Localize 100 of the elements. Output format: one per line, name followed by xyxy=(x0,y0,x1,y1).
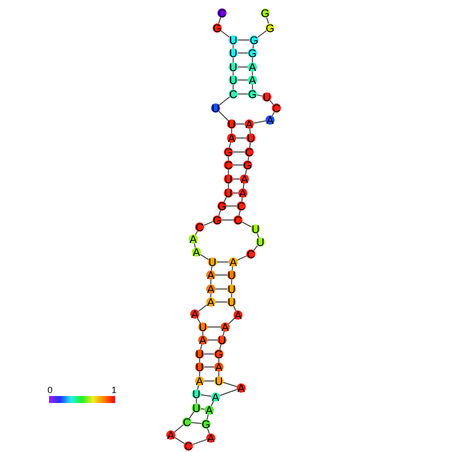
backbone-line xyxy=(252,44,254,49)
scale-label: 1 xyxy=(112,385,116,395)
backbone-line xyxy=(197,384,199,390)
nucleotide: U xyxy=(192,389,201,401)
nucleotide: U xyxy=(195,362,204,374)
backbone-line xyxy=(232,266,234,271)
backbone-line xyxy=(232,57,234,63)
nucleotide: U xyxy=(228,75,238,87)
backbone-line xyxy=(242,183,244,189)
backbone-line xyxy=(199,358,200,363)
backbone-line xyxy=(210,293,212,298)
backbone-line xyxy=(257,30,267,38)
backbone-line xyxy=(198,304,208,312)
nucleotide: U xyxy=(228,35,238,47)
nucleotide: U xyxy=(211,103,220,115)
nucleotide: G xyxy=(212,23,222,35)
nucleotide: A xyxy=(206,284,216,296)
base-pair-line xyxy=(204,366,215,368)
nucleotide: U xyxy=(228,62,238,74)
base-pair-line xyxy=(214,274,228,276)
nucleotide: C xyxy=(184,441,193,452)
backbone-line xyxy=(220,30,230,38)
nucleotide: C xyxy=(182,417,192,429)
nucleotide: C xyxy=(244,147,254,159)
backbone-line xyxy=(219,344,222,350)
backbone-line xyxy=(248,156,250,161)
backbone-line xyxy=(210,400,214,406)
backbone-line xyxy=(231,128,232,134)
base-pair-line xyxy=(232,178,240,180)
backbone-line xyxy=(200,344,202,350)
nucleotide: C xyxy=(217,8,227,20)
nucleotide: G xyxy=(217,201,227,213)
backbone-line xyxy=(238,210,241,216)
backbone-line xyxy=(174,436,185,444)
nucleotide: A xyxy=(204,405,214,417)
backbone-line xyxy=(269,100,274,106)
nucleotide: U xyxy=(224,174,233,186)
backbone-line xyxy=(231,279,232,285)
backbone-line xyxy=(218,96,230,106)
nucleotide: U xyxy=(246,133,256,145)
nucleotide: U xyxy=(227,119,236,131)
backbone-line xyxy=(228,318,236,324)
base-pair-line xyxy=(190,422,202,424)
backbone-line xyxy=(218,210,221,216)
nucleotide: A xyxy=(227,133,236,145)
nucleotide: G xyxy=(248,48,257,60)
nucleotide: A xyxy=(240,174,249,186)
nucleotide: C xyxy=(272,103,281,115)
nucleotide: U xyxy=(208,257,217,269)
nucleotide: A xyxy=(244,119,254,131)
backbone-line xyxy=(266,16,270,24)
base-pair-line xyxy=(237,52,248,54)
nucleotide: C xyxy=(224,160,233,172)
nucleotide: U xyxy=(251,224,260,236)
nucleotide: A xyxy=(228,257,238,269)
backbone-line xyxy=(236,255,248,261)
nucleotide: U xyxy=(228,48,238,60)
nucleotide: G xyxy=(243,160,252,172)
nucleotide: C xyxy=(246,249,256,261)
backbone-line xyxy=(196,317,201,324)
backbone-line xyxy=(218,358,220,363)
backbone-line xyxy=(210,266,212,271)
backbone-line xyxy=(218,110,229,122)
nucleotide: G xyxy=(249,35,259,47)
backbone-line xyxy=(252,57,253,63)
backbone-line xyxy=(199,371,200,377)
nucleotide: A xyxy=(233,310,243,322)
nucleotide: A xyxy=(214,362,224,374)
backbone-line xyxy=(249,128,251,134)
nucleotide: C xyxy=(236,201,246,213)
base-pair-line xyxy=(204,380,215,382)
backbone-line xyxy=(252,84,253,90)
backbone-line xyxy=(218,16,222,24)
backbone-line xyxy=(188,411,194,419)
nucleotide: G xyxy=(214,349,224,361)
backbone-line xyxy=(228,156,229,161)
backbone-line xyxy=(256,232,260,238)
nucleotide: A xyxy=(238,188,248,200)
nucleotide: U xyxy=(217,335,227,347)
nucleotide: A xyxy=(265,115,275,127)
backbone-line xyxy=(210,279,212,285)
backbone-line xyxy=(192,439,207,445)
base-pair-line xyxy=(214,288,228,290)
base-pair-line xyxy=(237,66,248,68)
backbone-line xyxy=(252,71,253,76)
backbone-line xyxy=(232,84,234,90)
backbone-line xyxy=(203,221,214,226)
scale-label: 0 xyxy=(48,385,52,395)
nucleotide: U xyxy=(256,237,265,249)
nucleotide: A xyxy=(166,430,176,442)
backbone-line xyxy=(256,94,263,97)
backbone-line xyxy=(222,330,225,336)
backbone-line xyxy=(224,196,227,202)
backbone-line xyxy=(228,169,229,175)
backbone-line xyxy=(200,254,209,260)
nucleotide: U xyxy=(192,403,201,415)
backbone-line xyxy=(228,183,229,189)
nucleotide: A xyxy=(206,433,216,445)
nucleotide: U xyxy=(195,349,204,361)
backbone-line xyxy=(272,112,275,116)
